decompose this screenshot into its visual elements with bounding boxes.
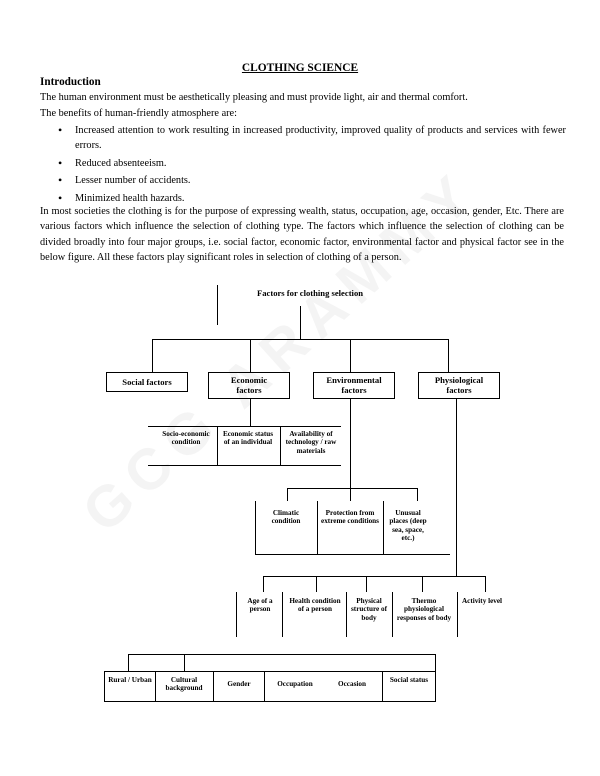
connector [366, 576, 367, 592]
connector [184, 654, 185, 671]
connector [448, 339, 449, 372]
connector [128, 654, 435, 655]
benefit-item: Reduced absenteeism. [58, 156, 566, 171]
connector [383, 501, 384, 554]
connector [346, 592, 347, 637]
occasion-node: Occasion [338, 680, 366, 688]
environmental-factors-node: Environmental factors [313, 372, 395, 399]
unusual-places-node: Unusual places (deep sea, space, etc.) [389, 509, 427, 543]
connector [263, 576, 264, 592]
connector [300, 306, 301, 339]
connector [264, 671, 265, 701]
introduction-heading: Introduction [40, 76, 101, 88]
connector [457, 592, 458, 637]
connector [217, 285, 218, 325]
social-factors-node: Social factors [106, 372, 188, 392]
benefit-item: Lesser number of accidents. [58, 173, 566, 188]
connector [417, 488, 418, 501]
connector [104, 671, 436, 672]
physiological-factors-node: Physiological factors [418, 372, 500, 399]
protection-node: Protection from extreme conditions [321, 509, 379, 526]
economic-factors-node: Economic factors [208, 372, 290, 399]
economic-status-node: Economic status of an individual [222, 430, 274, 447]
connector [255, 501, 256, 554]
social-status-node: Social status [389, 676, 429, 684]
connector [128, 654, 129, 671]
connector [250, 339, 251, 372]
connector [382, 671, 383, 701]
connector [435, 654, 436, 671]
connector [255, 554, 450, 555]
connector [152, 339, 448, 340]
intro-line-1: The human environment must be aesthetica… [40, 92, 468, 103]
factors-paragraph: In most societies the clothing is for th… [40, 206, 564, 264]
connector [350, 399, 351, 488]
connector [155, 671, 156, 701]
connector [456, 399, 457, 576]
physical-structure-node: Physical structure of body [351, 597, 387, 622]
health-node: Health condition of a person [289, 597, 341, 614]
connector [435, 671, 436, 701]
connector [317, 501, 318, 554]
connector [263, 576, 485, 577]
gender-node: Gender [227, 680, 251, 688]
occupation-node: Occupation [277, 680, 313, 688]
rural-urban-node: Rural / Urban [108, 676, 152, 684]
cultural-background-node: Cultural background [165, 676, 203, 693]
connector [422, 576, 423, 592]
connector [104, 701, 436, 702]
connector [152, 339, 153, 372]
connector [148, 465, 341, 466]
benefit-item: Increased attention to work resulting in… [58, 123, 566, 154]
page-title: CLOTHING SCIENCE [241, 62, 359, 74]
connector [392, 592, 393, 637]
climatic-condition-node: Climatic condition [271, 509, 301, 526]
benefits-list: Increased attention to work resulting in… [58, 123, 566, 208]
connector [250, 399, 251, 426]
connector [287, 488, 417, 489]
connector [287, 488, 288, 501]
connector [282, 592, 283, 637]
intro-line-2: The benefits of human-friendly atmospher… [40, 108, 237, 119]
connector [104, 671, 105, 701]
socio-economic-node: Socio-economic condition [162, 430, 210, 447]
connector [217, 426, 218, 465]
age-node: Age of a person [247, 597, 273, 614]
connector [316, 576, 317, 592]
connector [236, 592, 237, 637]
connector [485, 576, 486, 592]
benefit-item: Minimized health hazards. [58, 191, 566, 206]
diagram-title: Factors for clothing selection [256, 288, 364, 298]
connector [280, 426, 281, 465]
activity-node: Activity level [461, 597, 503, 605]
thermo-node: Thermo physiological responses of body [396, 597, 452, 622]
connector [148, 426, 341, 427]
technology-availability-node: Availability of technology / raw materia… [285, 430, 337, 455]
connector [350, 488, 351, 501]
connector [350, 339, 351, 372]
connector [213, 671, 214, 701]
